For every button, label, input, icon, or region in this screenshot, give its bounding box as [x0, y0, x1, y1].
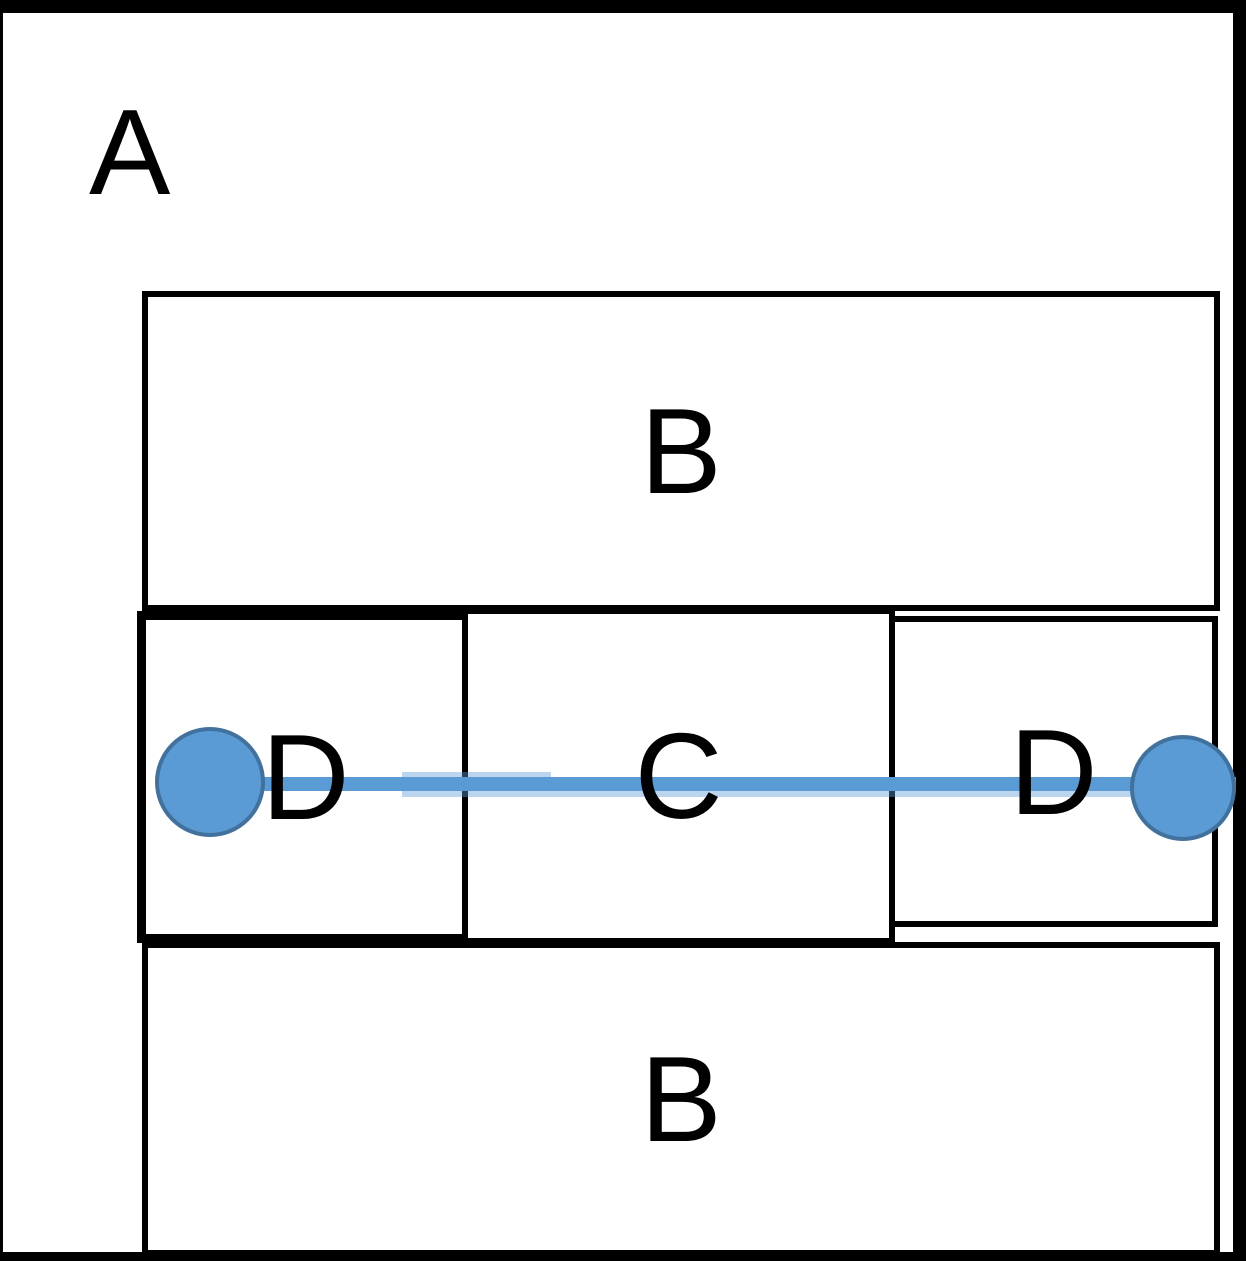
connector-endpoint-left-circle	[155, 727, 265, 837]
box-c-center-label: C	[634, 708, 723, 844]
box-d-left-label: D	[261, 709, 350, 845]
connector-endpoint-right-circle	[1130, 735, 1236, 841]
box-b-top-label: B	[640, 383, 722, 519]
box-b-bottom-label: B	[640, 1031, 722, 1167]
box-b-top: B	[142, 291, 1220, 611]
connector-line	[208, 777, 1236, 791]
box-b-bottom: B	[142, 942, 1220, 1256]
outer-box-label: A	[89, 84, 171, 220]
box-c-center: C	[462, 608, 895, 944]
box-d-right-label: D	[1009, 703, 1098, 840]
connector-line-highlight-lower	[402, 791, 1131, 797]
connector-line-highlight-upper	[402, 772, 551, 778]
